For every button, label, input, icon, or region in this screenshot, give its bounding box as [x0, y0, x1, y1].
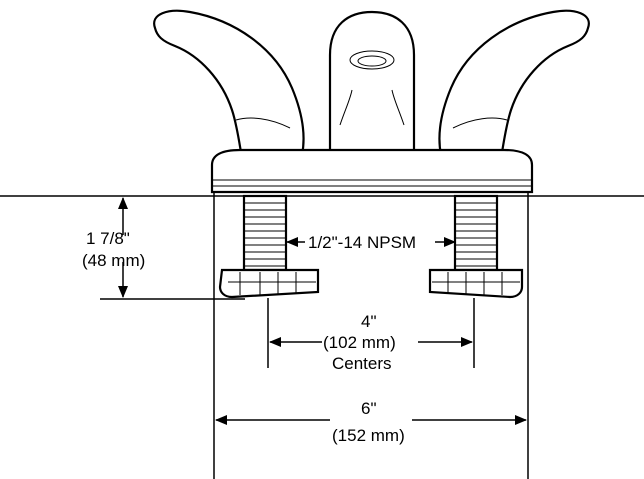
- left-handle: [153, 9, 305, 170]
- faucet-base: [210, 148, 534, 194]
- centers-dimension: 4" (102 mm) Centers: [267, 298, 475, 373]
- height-imperial: 1 7/8": [86, 229, 130, 248]
- left-shank: [242, 194, 288, 272]
- right-nut: [428, 268, 524, 299]
- faucet-illustration: [153, 9, 590, 299]
- overall-imperial: 6": [361, 399, 377, 418]
- right-handle: [438, 9, 590, 170]
- centers-metric: (102 mm): [323, 333, 396, 352]
- left-nut: [218, 268, 320, 299]
- thread-spec: 1/2"-14 NPSM: [308, 233, 416, 252]
- right-shank: [453, 194, 499, 272]
- overall-metric: (152 mm): [332, 426, 405, 445]
- height-dimension: 1 7/8" (48 mm): [82, 197, 245, 300]
- centers-imperial: 4": [361, 312, 377, 331]
- spout: [328, 10, 416, 167]
- overall-dimension: 6" (152 mm): [213, 192, 529, 479]
- centers-note: Centers: [332, 354, 392, 373]
- thread-callout: 1/2"-14 NPSM: [286, 233, 456, 252]
- height-metric: (48 mm): [82, 251, 145, 270]
